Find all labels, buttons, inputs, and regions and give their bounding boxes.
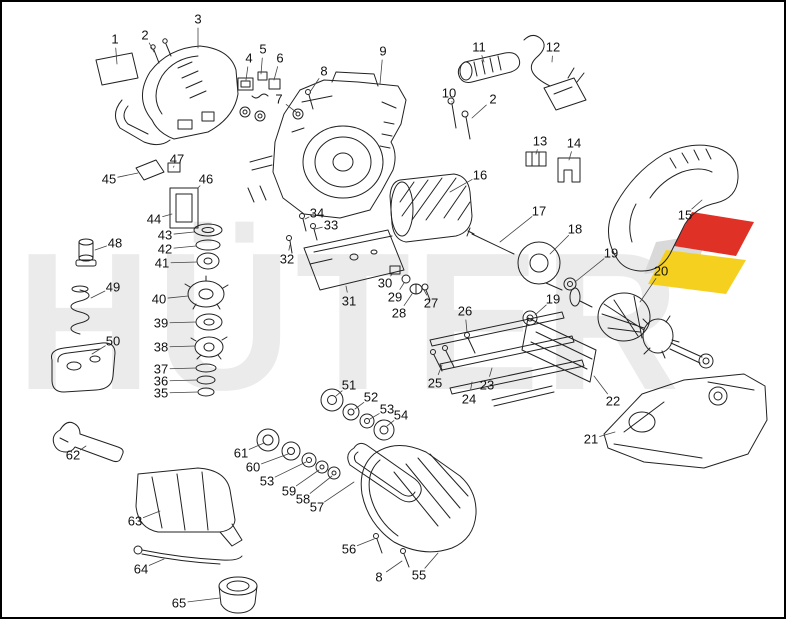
switch-plate-parts: [286, 213, 431, 301]
label-sticker-part: [95, 52, 139, 86]
brush-holder-parts: [237, 71, 304, 122]
left-small-parts: [51, 238, 116, 393]
brand-watermark: HÜTER: [16, 212, 684, 431]
armature-parts: [466, 227, 714, 369]
accessory-parts: [52, 421, 258, 614]
pulley-belt-parts: [256, 388, 422, 503]
terminal-parts: [525, 151, 581, 183]
main-housing-part: [247, 71, 407, 219]
motor-cover-part: [115, 45, 239, 146]
side-handle-part: [457, 52, 521, 83]
screws-under-handle: [447, 97, 471, 140]
blade-drum-parts: [429, 311, 597, 407]
belt-cover-parts: [360, 445, 477, 568]
gear-stack-parts: [184, 223, 229, 397]
rear-handle-part: [608, 144, 739, 272]
logo-red-shape: [674, 212, 754, 256]
leader-lines-layer: [79, 27, 703, 603]
planer-base-part: [603, 373, 768, 469]
screws-top-left: [150, 38, 172, 64]
bracket-parts: [135, 159, 199, 229]
stator-part: [389, 173, 473, 243]
logo-yellow-shape: [648, 250, 746, 294]
power-cord-part: [523, 34, 587, 111]
